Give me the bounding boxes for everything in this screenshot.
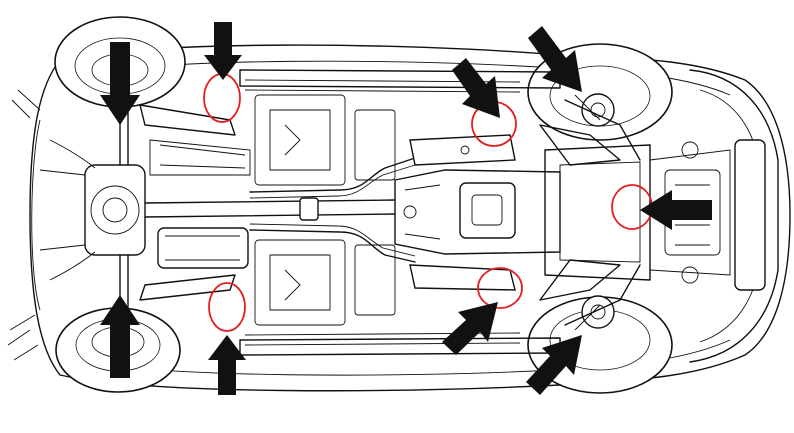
arrow-rear-left-wheel bbox=[100, 42, 140, 125]
exhaust-pipes bbox=[249, 157, 416, 263]
arrow-rear-right-wheel bbox=[100, 295, 140, 378]
pointer-arrows bbox=[100, 22, 712, 395]
rear-suspension bbox=[139, 104, 251, 301]
rear-axle bbox=[39, 99, 146, 311]
arrow-front-crossmember bbox=[640, 190, 712, 230]
arrow-rear-left-jack-point bbox=[204, 22, 242, 80]
transmission bbox=[394, 169, 561, 255]
highlight-circle-rear-right bbox=[208, 282, 246, 332]
highlight-circle-front-right bbox=[477, 267, 523, 309]
arrow-front-left-wheel bbox=[528, 26, 582, 92]
front-subframe bbox=[544, 99, 731, 326]
arrow-front-right-wheel bbox=[526, 335, 582, 395]
highlight-circle-rear-left bbox=[203, 73, 241, 123]
arrow-rear-right-jack-point bbox=[208, 335, 246, 395]
arrow-front-right-jack-point bbox=[442, 302, 498, 355]
tire-front-right bbox=[527, 295, 673, 394]
muffler bbox=[157, 227, 249, 269]
front-control-arms bbox=[539, 94, 621, 331]
driveshaft bbox=[144, 197, 396, 221]
arrow-front-left-jack-point bbox=[452, 58, 500, 118]
